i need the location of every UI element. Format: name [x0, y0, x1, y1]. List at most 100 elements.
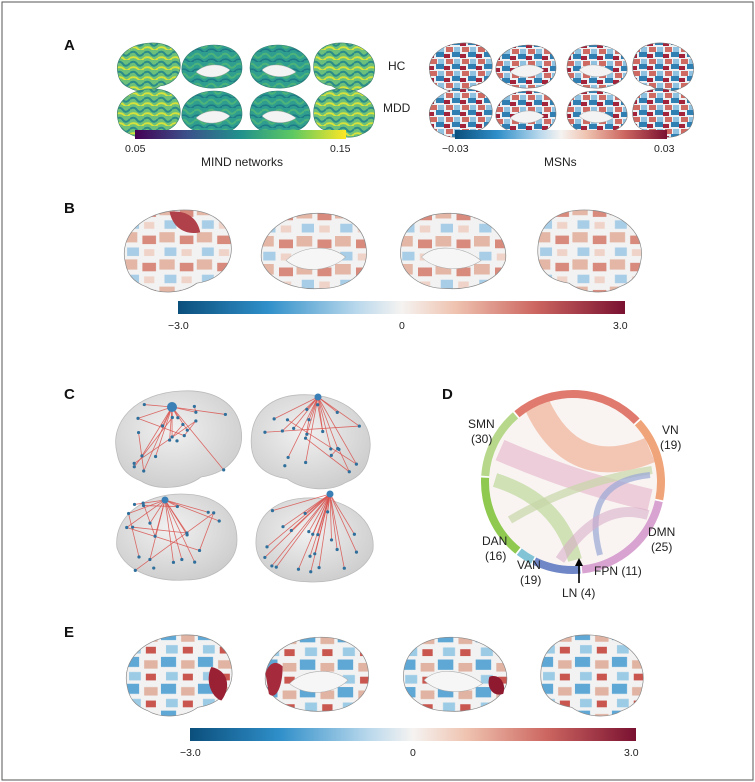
- edge: [329, 493, 332, 540]
- edge: [143, 505, 178, 507]
- glass-brain-c4: [255, 497, 374, 583]
- edge: [164, 499, 183, 560]
- edge: [126, 499, 166, 528]
- edge: [169, 406, 173, 441]
- node: [303, 436, 308, 440]
- chord-arc: [634, 419, 665, 501]
- node: [126, 511, 131, 516]
- node: [176, 416, 180, 420]
- node: [342, 566, 346, 570]
- node: [192, 404, 196, 409]
- label-dan: DAN: [482, 534, 507, 548]
- node: [305, 407, 309, 412]
- node: [281, 525, 285, 529]
- label-dan-count: (16): [485, 549, 506, 563]
- edge: [164, 499, 209, 513]
- label-dmn-count: (25): [651, 540, 672, 554]
- node: [171, 560, 176, 564]
- brain-mind-hc-lateral-left: [117, 42, 181, 92]
- edge: [282, 396, 319, 432]
- msn-colorbar: [455, 130, 667, 139]
- edge: [329, 493, 338, 550]
- chord-arc: [481, 477, 521, 554]
- panel-a-mind-brains: [117, 42, 375, 138]
- edge: [291, 493, 331, 531]
- edge: [171, 406, 224, 471]
- node: [270, 509, 275, 513]
- edge: [132, 526, 187, 534]
- edge: [329, 493, 357, 553]
- node: [222, 468, 226, 472]
- node: [136, 416, 140, 420]
- label-van-count: (19): [520, 573, 541, 587]
- edge: [183, 420, 197, 436]
- label-van: VAN: [517, 558, 541, 572]
- node: [141, 503, 146, 508]
- node: [311, 532, 315, 536]
- edge: [142, 502, 156, 537]
- node: [329, 538, 334, 542]
- msn-colorbar-title: MSNs: [544, 155, 577, 169]
- b-colorbar: [178, 301, 625, 314]
- brain-b-lateral-left: [123, 209, 232, 293]
- node: [316, 533, 320, 537]
- node: [316, 403, 320, 407]
- node: [152, 566, 156, 570]
- panel-c-letter: C: [64, 386, 75, 403]
- brain-msn-hc-lateral-left: [429, 42, 493, 92]
- edge: [171, 406, 226, 415]
- edge: [164, 499, 220, 522]
- glass-brain-c3: [116, 493, 238, 581]
- edge: [164, 499, 188, 536]
- brain-mind-mdd-lateral-left: [117, 88, 181, 138]
- edge: [282, 493, 331, 528]
- node: [125, 525, 129, 530]
- chord-arcs: [481, 390, 665, 574]
- edge: [287, 396, 319, 458]
- edge: [143, 406, 173, 472]
- node: [223, 412, 227, 417]
- node: [168, 438, 172, 442]
- panel-b-brains: [123, 209, 642, 293]
- node: [272, 417, 276, 421]
- edge: [138, 432, 145, 472]
- brain-msn-hc-lateral-right: [632, 42, 694, 92]
- edge: [128, 499, 166, 514]
- e-colorbar-min: −3.0: [180, 747, 201, 759]
- mind-colorbar: [135, 130, 346, 139]
- edge: [329, 493, 355, 535]
- node: [137, 555, 141, 559]
- edge: [293, 396, 319, 429]
- node: [296, 567, 301, 571]
- label-vn: VN: [662, 423, 679, 437]
- edge: [135, 512, 214, 571]
- label-dmn: DMN: [648, 525, 675, 539]
- edge: [317, 404, 324, 432]
- node: [313, 552, 317, 556]
- node: [142, 469, 146, 473]
- brain-mind-hc-lateral-right: [313, 42, 375, 92]
- node: [194, 419, 198, 423]
- brain-e-lateral-left: [125, 634, 233, 717]
- hub-node: [314, 393, 322, 401]
- node: [286, 455, 290, 460]
- label-smn: SMN: [468, 417, 495, 431]
- e-colorbar: [190, 728, 636, 741]
- node: [132, 502, 137, 507]
- node: [292, 426, 296, 430]
- ln-arrow-head: [575, 558, 583, 566]
- chord-arc: [514, 390, 640, 425]
- node: [347, 470, 351, 474]
- node: [141, 501, 145, 505]
- node: [321, 429, 325, 434]
- node: [335, 547, 339, 552]
- panel-b-letter: B: [64, 200, 75, 217]
- node: [153, 454, 158, 459]
- connectome-nodes: [125, 393, 361, 574]
- panel-c-networks: [115, 390, 374, 583]
- edge: [271, 493, 331, 567]
- mind-colorbar-title: MIND networks: [201, 155, 283, 169]
- ribbon-smn-dmn: [495, 439, 653, 511]
- node: [263, 555, 267, 560]
- node: [133, 568, 137, 572]
